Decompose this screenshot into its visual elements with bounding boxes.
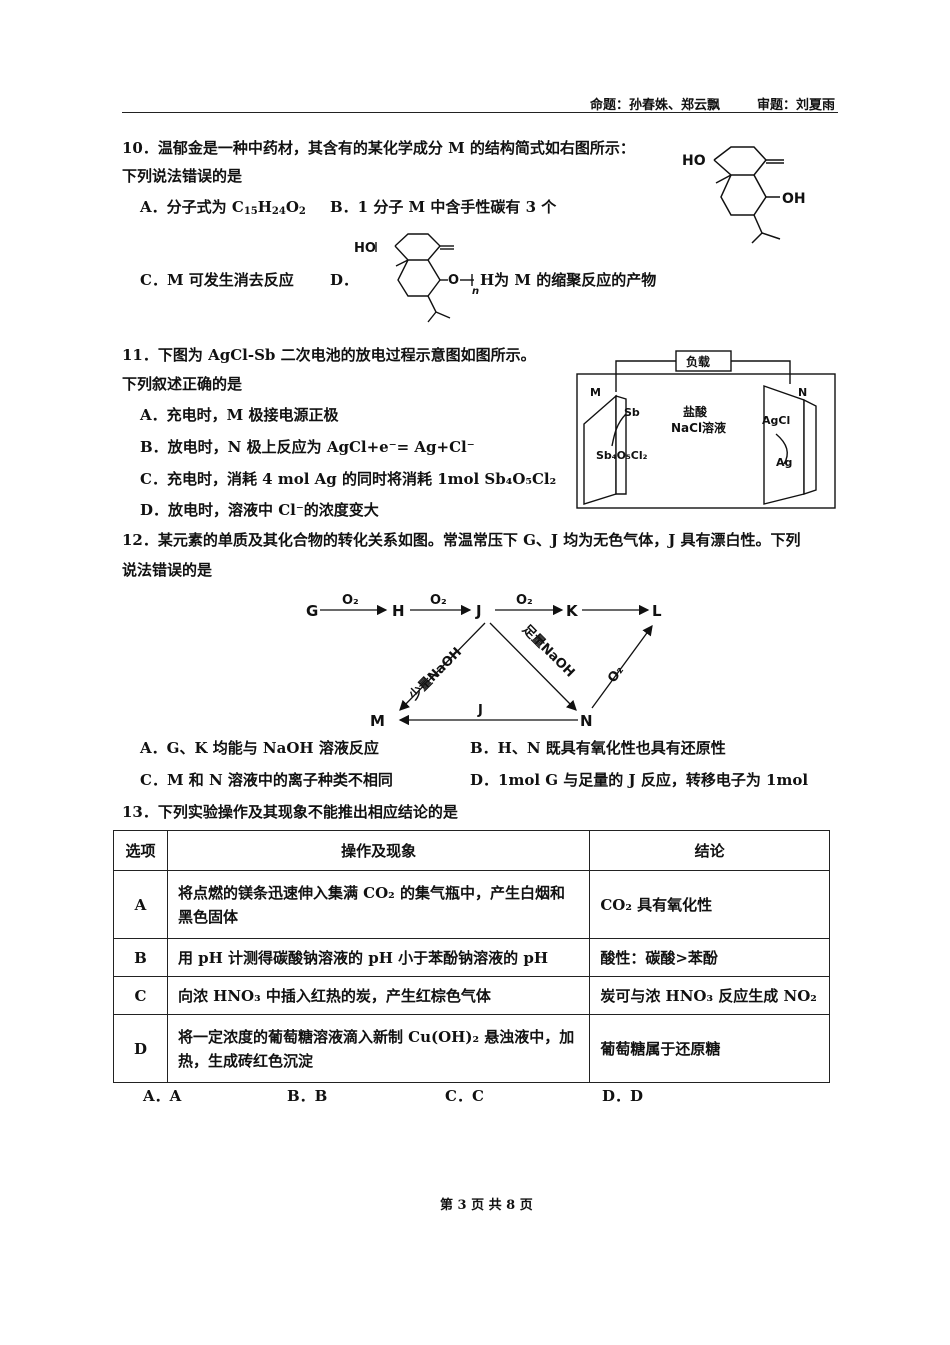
poly-ho-text: HO: [354, 241, 376, 256]
q12-option-d: D．1mol G 与足量的 J 反应，转移电子为 1mol: [470, 771, 809, 789]
electrode-m-label: M: [590, 386, 601, 399]
q11-option-c: C．充电时，消耗 4 mol Ag 的同时将消耗 1mol Sb₄O₅Cl₂: [140, 470, 557, 488]
row-option: C: [113, 976, 168, 1015]
table-row: D 将一定浓度的葡萄糖溶液滴入新制 Cu(OH)₂ 悬浊液中，加热，生成砖红色沉…: [113, 1014, 830, 1083]
q10-option-c: C．M 可发生消去反应: [140, 271, 294, 289]
q11-option-b: B．放电时，N 极上反应为 AgCl+e⁻= Ag+Cl⁻: [140, 438, 475, 456]
header-authors: 命题：孙春姝、郑云飘: [590, 98, 721, 113]
row-operation: 将一定浓度的葡萄糖溶液滴入新制 Cu(OH)₂ 悬浊液中，加热，生成砖红色沉淀: [166, 1014, 591, 1083]
container-outline: [576, 373, 836, 509]
table-row: A 将点燃的镁条迅速伸入集满 CO₂ 的集气瓶中，产生白烟和黑色固体 CO₂ 具…: [113, 870, 830, 939]
q12-option-c: C．M 和 N 溶液中的离子种类不相同: [140, 771, 393, 789]
row-option: A: [113, 870, 168, 939]
electrolyte-label-2: NaCl溶液: [671, 420, 726, 435]
row-operation: 将点燃的镁条迅速伸入集满 CO₂ 的集气瓶中，产生白烟和黑色固体: [166, 870, 591, 939]
sb-label: Sb: [624, 406, 640, 419]
q11-option-d: D．放电时，溶液中 Cl⁻的浓度变大: [140, 501, 379, 519]
struct-ho-text: HO: [682, 153, 706, 169]
q10-option-d-text: H为 M 的缩聚反应的产物: [480, 271, 657, 289]
row-option: B: [113, 938, 168, 977]
ag-label: Ag: [776, 456, 792, 469]
node-n: N: [580, 712, 593, 730]
label-o2-hj: O₂: [430, 593, 447, 608]
q12-option-b: B．H、N 既具有氧化性也具有还原性: [470, 739, 726, 757]
header-option: 选项: [113, 830, 168, 871]
node-l: L: [652, 602, 662, 620]
label-less-naoh: 少量NaOH: [405, 644, 465, 704]
label-o2-gh: O₂: [342, 593, 359, 608]
arrow-n-l: [591, 624, 653, 709]
poly-n-text: n: [472, 286, 479, 297]
load-label: 负载: [686, 354, 710, 369]
structure-m: HO OH: [682, 146, 806, 244]
row-operation: 向浓 HNO₃ 中插入红热的炭，产生红棕色气体: [166, 976, 591, 1015]
q12-stem-2: 说法错误的是: [122, 561, 213, 579]
electrode-n-label: N: [798, 386, 807, 399]
table-row: B 用 pH 计测得碳酸钠溶液的 pH 小于苯酚钠溶液的 pH 酸性：碳酸>苯酚: [113, 938, 830, 977]
node-g: G: [306, 602, 318, 620]
header-conclusion: 结论: [589, 830, 830, 871]
row-conclusion: 炭可与浓 HNO₃ 反应生成 NO₂: [589, 976, 830, 1015]
label-o2-nl: O₂: [605, 663, 627, 685]
arrow-j-n: [489, 622, 577, 711]
node-j: J: [475, 602, 482, 620]
q11-prompt: 下列叙述正确的是: [122, 375, 243, 393]
row-conclusion: 葡萄糖属于还原糖: [589, 1014, 830, 1083]
polymer-structure: HO O n: [354, 233, 479, 323]
table-header-row: 选项 操作及现象 结论: [113, 830, 830, 871]
node-k: K: [566, 602, 579, 620]
q11-stem: 11．下图为 AgCl-Sb 二次电池的放电过程示意图如图所示。: [122, 346, 536, 364]
q10-option-a: A．分子式为 C15H24O2: [140, 198, 306, 217]
arrow-j-m: [399, 622, 486, 711]
label-j-arrow: J: [477, 703, 483, 718]
agcl-label: AgCl: [762, 414, 790, 427]
answer-b: B．B: [287, 1087, 328, 1105]
header-rule: [122, 112, 838, 113]
sb-compound-label: Sb₄O₅Cl₂: [596, 449, 648, 462]
q10-option-b: B．1 分子 M 中含手性碳有 3 个: [330, 198, 557, 216]
q13-stem: 13．下列实验操作及其现象不能推出相应结论的是: [122, 803, 458, 821]
struct-oh-text: OH: [782, 191, 806, 207]
row-option: D: [113, 1014, 168, 1083]
answer-c: C．C: [445, 1087, 484, 1105]
experiment-table: 选项 操作及现象 结论 A 将点燃的镁条迅速伸入集满 CO₂ 的集气瓶中，产生白…: [113, 830, 830, 1083]
table-row: C 向浓 HNO₃ 中插入红热的炭，产生红棕色气体 炭可与浓 HNO₃ 反应生成…: [113, 976, 830, 1015]
conversion-diagram: G H J K L M N O₂ O₂ O₂ O₂ 少量NaOH 足量NaOH …: [306, 593, 662, 730]
q10-prompt: 下列说法错误的是: [122, 167, 243, 185]
node-h: H: [392, 602, 405, 620]
q10-option-d-label: D．: [330, 271, 359, 289]
q10-stem: 10．温郁金是一种中药材，其含有的某化学成分 M 的结构简式如右图所示：: [122, 139, 635, 157]
answer-d: D．D: [602, 1087, 644, 1105]
node-m: M: [370, 712, 385, 730]
header-reviewer: 审题：刘夏雨: [757, 98, 836, 113]
q11-option-a: A．充电时，M 极接电源正极: [140, 406, 339, 424]
label-excess-naoh: 足量NaOH: [519, 622, 577, 680]
poly-o-text: O: [448, 273, 459, 288]
row-conclusion: 酸性：碳酸>苯酚: [589, 938, 830, 977]
row-operation: 用 pH 计测得碳酸钠溶液的 pH 小于苯酚钠溶液的 pH: [166, 938, 591, 977]
label-o2-jk: O₂: [516, 593, 533, 608]
q12-stem: 12．某元素的单质及其化合物的转化关系如图。常温常压下 G、J 均为无色气体，J…: [122, 531, 801, 549]
answer-a: A．A: [143, 1087, 182, 1105]
page-footer: 第 3 页 共 8 页: [440, 1198, 533, 1213]
q12-option-a: A．G、K 均能与 NaOH 溶液反应: [140, 739, 379, 757]
header-operation: 操作及现象: [166, 830, 591, 871]
row-conclusion: CO₂ 具有氧化性: [589, 870, 830, 939]
electrolyte-label-1: 盐酸: [683, 404, 708, 419]
battery-diagram: 负载 M N 盐酸 NaCl溶液 Sb Sb₄O₅Cl₂ AgCl Ag: [576, 350, 836, 509]
